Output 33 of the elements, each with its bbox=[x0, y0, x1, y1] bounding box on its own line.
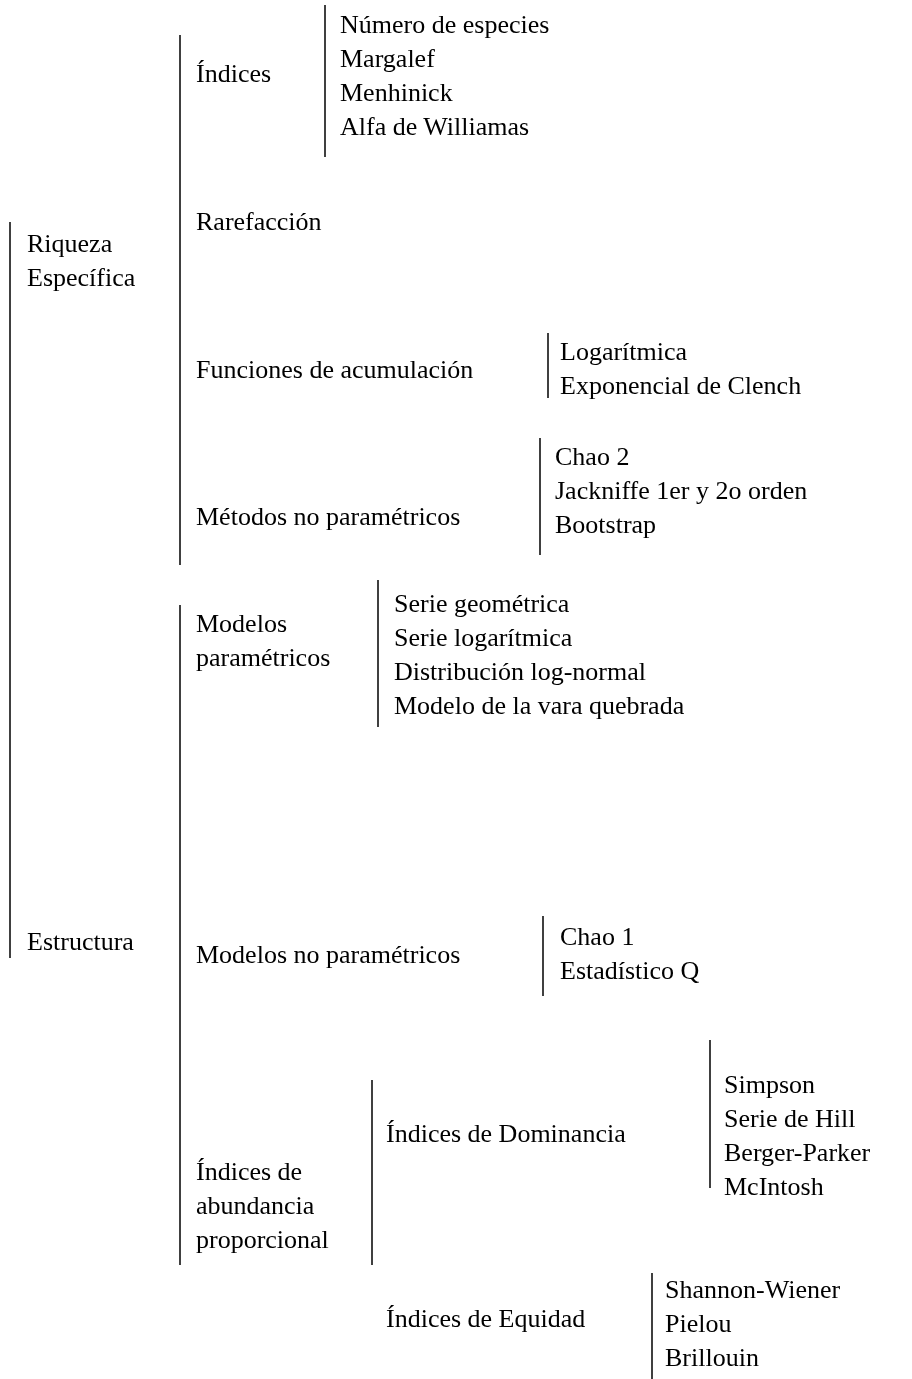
category-label: Serie de Hill bbox=[724, 1103, 856, 1135]
category-label: Shannon-Wiener bbox=[665, 1274, 841, 1306]
category-label: Exponencial de Clench bbox=[560, 370, 802, 402]
category-label: Riqueza Específica bbox=[27, 228, 137, 294]
category-label: Alfa de Williamas bbox=[340, 111, 530, 143]
category-label: Estructura bbox=[27, 926, 134, 958]
category-label: Jackniffe 1er y 2o orden bbox=[555, 475, 808, 507]
category-label: Funciones de acumulación bbox=[196, 354, 474, 386]
category-label: Serie logarítmica bbox=[394, 622, 573, 654]
category-label: Modelo de la vara quebrada bbox=[394, 690, 685, 722]
category-label: Índices bbox=[196, 58, 272, 90]
category-label: Número de especies bbox=[340, 9, 550, 41]
category-label: Rarefacción bbox=[196, 206, 322, 238]
category-label: Chao 1 bbox=[560, 921, 635, 953]
category-label: Margalef bbox=[340, 43, 435, 75]
category-label: Índices de Dominancia bbox=[386, 1118, 626, 1150]
category-label: Distribución log-normal bbox=[394, 656, 646, 688]
category-label: Menhinick bbox=[340, 77, 453, 109]
category-label: Chao 2 bbox=[555, 441, 630, 473]
category-label: Modelos paramétricos bbox=[196, 608, 332, 674]
category-label: McIntosh bbox=[724, 1171, 824, 1203]
category-label: Brillouin bbox=[665, 1342, 759, 1374]
category-label: Logarítmica bbox=[560, 336, 688, 368]
category-label: Berger-Parker bbox=[724, 1137, 871, 1169]
category-label: Índices de abundancia proporcional bbox=[196, 1156, 330, 1256]
category-label: Bootstrap bbox=[555, 509, 657, 541]
category-label: Simpson bbox=[724, 1069, 816, 1101]
category-label: Pielou bbox=[665, 1308, 732, 1340]
category-label: Modelos no paramétricos bbox=[196, 939, 461, 971]
category-label: Estadístico Q bbox=[560, 955, 700, 987]
category-label: Métodos no paramétricos bbox=[196, 501, 461, 533]
category-label: Serie geométrica bbox=[394, 588, 570, 620]
category-label: Índices de Equidad bbox=[386, 1303, 586, 1335]
